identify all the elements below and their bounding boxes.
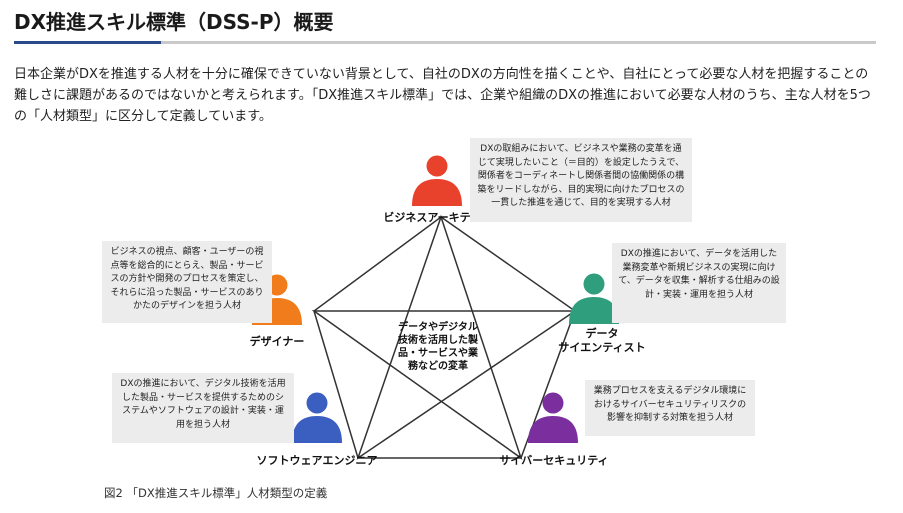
pentagon-outline <box>313 216 576 459</box>
role-label-business-architect: ビジネスアーキテクト <box>383 211 493 224</box>
title-underline <box>14 41 876 44</box>
figure-caption: 図2 「DX推進スキル標準」人材類型の定義 <box>104 486 328 500</box>
description-data-scientist: DXの推進において、データを活用した業務変革や新規ビジネスの実現に向けて、データ… <box>612 243 786 323</box>
description-cyber-security: 業務プロセスを支えるデジタル環境におけるサイバーセキュリティリスクの影響を抑制す… <box>585 380 755 436</box>
page-title: DX推進スキル標準（DSS-P）概要 <box>14 10 334 34</box>
data-scientist-icon <box>569 273 619 324</box>
description-software-engineer: DXの推進において、デジタル技術を活用した製品・サービスを提供するためのシステム… <box>112 373 294 443</box>
role-label-cyber-security: サイバーセキュリティ <box>499 454 609 467</box>
intro-paragraph: 日本企業がDXを推進する人材を十分に確保できていない背景として、自社のDXの方向… <box>14 64 880 127</box>
role-label-designer: デザイナー <box>249 335 305 348</box>
pentagram-lines <box>311 214 578 460</box>
role-label-data-scientist: データ サイエンティスト <box>558 327 646 354</box>
business-architect-icon <box>412 155 462 206</box>
cyber-security-icon <box>528 392 578 443</box>
role-label-software-engineer: ソフトウェアエンジニア <box>256 454 378 467</box>
title-underline-accent <box>14 41 161 44</box>
description-designer: ビジネスの視点、顧客・ユーザーの視点等を総合的にとらえ、製品・サービスの方針や開… <box>102 241 272 323</box>
software-engineer-icon <box>292 392 342 443</box>
intro-text: 日本企業がDXを推進する人材を十分に確保できていない背景として、自社のDXの方向… <box>14 67 871 124</box>
center-concept-text: データやデジタル技術を活用した製品・サービスや業務などの変革 <box>398 322 478 372</box>
description-business-architect: DXの取組みにおいて、ビジネスや業務の変革を通じて実現したいこと（＝目的）を設定… <box>470 138 692 222</box>
